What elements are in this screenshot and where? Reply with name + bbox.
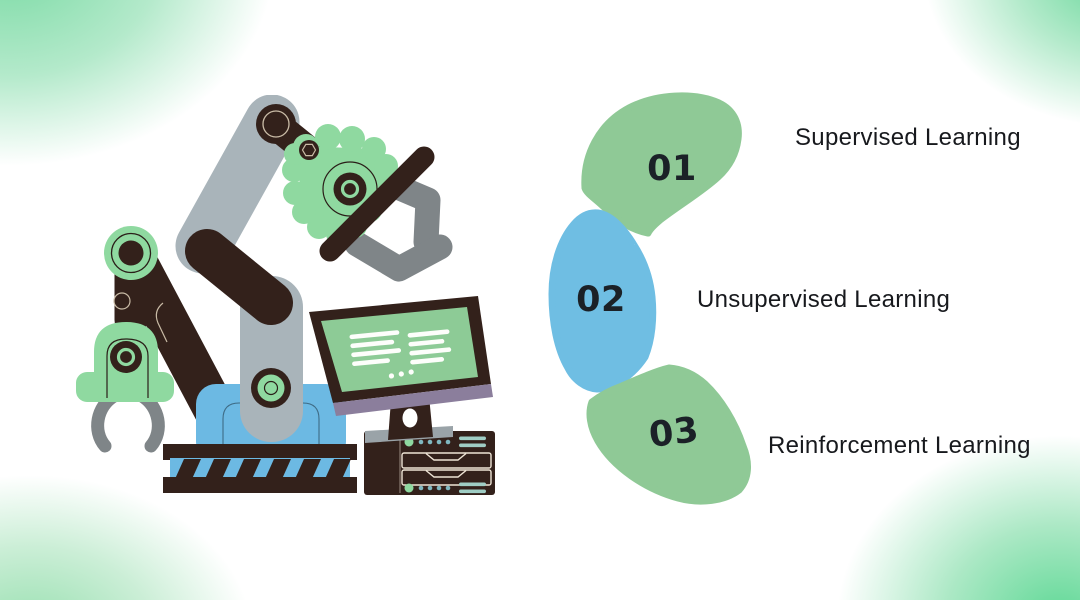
segment-01-shape [581,92,742,237]
vent-line [459,489,486,494]
head-scallop [315,124,341,150]
learning-types-arc [548,92,751,505]
conveyor-belt [163,444,357,493]
tread [205,459,231,479]
upper-arm [175,95,300,274]
head-scallop [283,181,307,205]
eye-ring [340,179,360,199]
claw-cross-bar [319,146,435,262]
step-number-03: 03 [646,410,702,456]
label-reinforcement-learning: Reinforcement Learning [768,432,1031,459]
step-number-02: 02 [576,280,626,320]
server-lights-bottom [404,482,486,494]
text-line [410,357,445,365]
head-scallop [339,126,365,152]
status-dot [436,439,442,445]
drawer [401,452,492,469]
base-joint-ring [263,380,279,396]
belt-treads [175,459,351,479]
vent-line [459,436,486,441]
head-scallop [292,200,316,224]
base-joint-green [257,374,285,402]
head-scallop [362,137,386,161]
arm-detail-line [155,302,168,343]
status-dot [445,485,451,491]
drawer-handle [425,469,467,478]
vent-line [459,482,486,487]
gripper-head [282,124,453,282]
label-unsupervised-learning: Unsupervised Learning [697,286,951,313]
head-scallop [374,154,398,178]
claw-finger [91,389,121,453]
elbow-joint [256,104,296,144]
robot-base [185,229,346,462]
forearm [185,229,293,325]
server-unit [364,431,495,495]
bolt-outline [113,292,131,310]
hex-bolt-disc [299,140,319,160]
vent-line [459,443,486,448]
status-dot [427,439,433,445]
power-light [404,483,414,493]
text-line [408,338,445,347]
camera-ring [116,347,136,367]
eye-outline [322,161,378,217]
camera-eye [110,341,142,373]
joint-hub [118,240,144,266]
gripper-flange [76,372,174,402]
screen-dot [388,373,395,379]
head-scallop [282,158,306,182]
tread [295,459,321,479]
eye-disc [333,172,367,206]
screen-dot [398,371,404,377]
text-line [352,358,390,367]
claw-finger [135,389,165,453]
dome-outline [106,338,149,398]
belt-bottom-rail [163,477,357,493]
status-dot [418,485,424,491]
tread [325,459,351,479]
drawer-handle [425,452,467,461]
stand-hole [402,408,418,428]
segment-02-shape [548,209,657,393]
claw-gripper-left [76,322,174,453]
label-supervised-learning: Supervised Learning [795,124,1021,151]
text-line [349,330,400,340]
hex-bolt-outline [301,143,317,157]
screen-dot [408,369,414,375]
status-dot [427,485,433,491]
tread [235,459,261,479]
status-dot [436,485,442,491]
drawer [401,469,492,486]
head-scallop [307,215,331,239]
screen-content [349,329,452,379]
status-dot [418,439,424,445]
step-number-01: 01 [647,149,697,189]
text-line [407,329,450,338]
segment-03-shape [586,364,751,505]
robot-arm-illustration [76,95,495,495]
text-line [409,347,452,356]
status-dot [445,439,451,445]
claw-finger-lower [344,231,453,282]
tread [265,459,291,479]
tread [175,459,201,479]
monitor [309,296,493,443]
text-line [351,348,402,358]
belt-top-rail [163,444,357,460]
corner-blob-top-right [920,0,1080,130]
joint-ring [110,232,152,274]
elbow-ring [262,110,290,138]
monitor-bezel [333,384,493,416]
text-line [350,339,395,349]
